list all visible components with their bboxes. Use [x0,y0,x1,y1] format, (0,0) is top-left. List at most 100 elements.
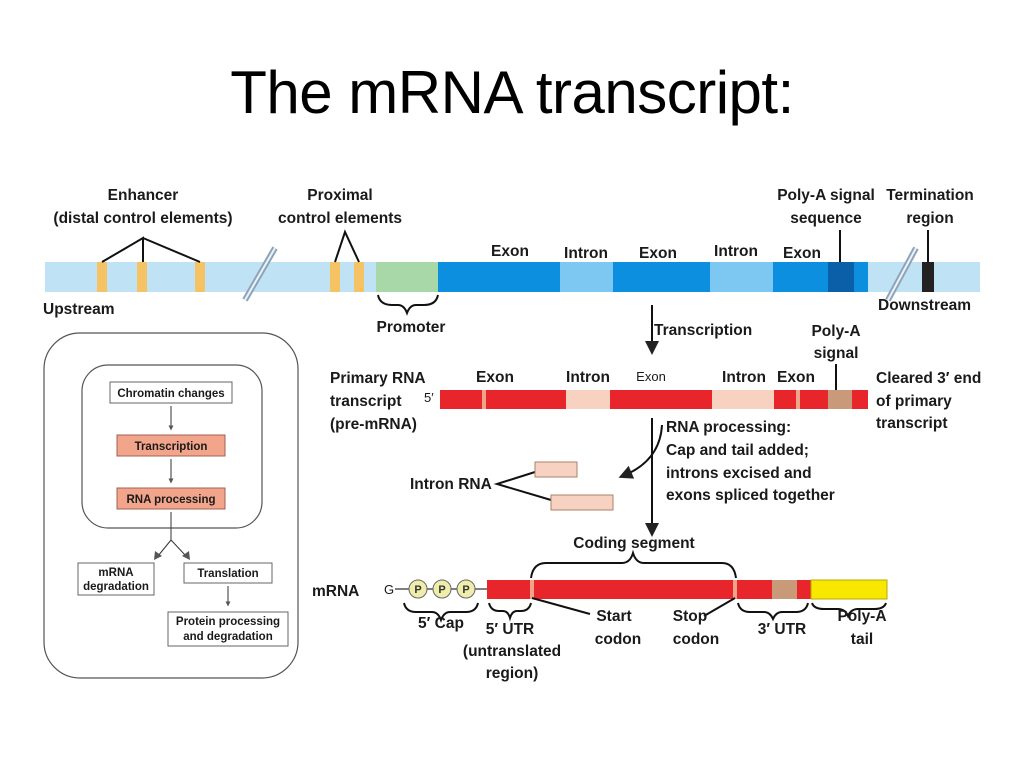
promoter-label: Promoter [377,319,446,336]
flow-split-arrow [157,512,187,557]
proximal-element-2 [354,262,364,292]
upstream-label: Upstream [43,301,115,318]
dna-termination-mark [922,262,934,292]
processing-label-3: introns excised and [666,465,812,482]
processing-label-2: Cap and tail added; [666,442,809,459]
mrna-polya-signal [772,580,797,599]
enhancer-element-3 [195,262,205,292]
polya-tail-bracket [811,602,887,619]
flow-protein-box [167,611,289,647]
primary-exon-3-label: Exon [777,369,815,386]
mrna-coding-region [487,580,811,599]
flow-processing-box [116,487,226,510]
intron-rna-pointer [493,471,552,501]
flow-degradation-box [77,562,155,596]
primary-exon-split [482,390,486,409]
stop-codon-label-1: Stop [673,608,707,625]
dna-intron-2 [710,262,773,292]
enhancer-element-1 [97,262,107,292]
primary-transcript-bar [440,390,868,409]
primary-intron-1 [566,390,610,409]
mrna-bar [487,579,888,600]
transcription-label: Transcription [654,322,752,339]
flow-processing-label: RNA processing [126,494,215,506]
flow-protein-label-1: Protein processing [176,616,280,628]
polya-signal-seq-label-1: Poly-A signal [777,187,875,204]
primary-intron-2-label: Intron [722,369,766,386]
dna-gene-region [438,262,868,292]
mrna-start-mark [530,580,534,599]
primary-label-2: transcript [330,393,402,410]
dna-intron-1 [560,262,613,292]
enhancer-label-2: (distal control elements) [53,210,232,227]
flow-degradation-label-1: mRNA [98,567,133,579]
polya-tail-label-1: Poly-A [837,608,886,625]
enhancer-pointer [101,236,201,263]
intron-excision-arrow [618,424,663,479]
stop-codon-label-2: codon [673,631,720,648]
coding-segment-label: Coding segment [573,535,694,552]
p-label-2: P [438,584,445,596]
intron-rna-piece-1 [534,461,578,478]
primary-five-prime: 5′ [424,390,434,405]
mrna-cap-phosphates [408,579,476,599]
utr3-label: 3′ UTR [758,621,807,638]
flow-transcription-box [116,434,226,457]
p-circle-1 [408,579,428,599]
downstream-label: Downstream [878,297,971,314]
primary-exon-1-label: Exon [476,369,514,386]
flow-translation-box [183,562,273,584]
primary-polya-signal [828,390,852,409]
gene-exon-2-label: Exon [639,245,677,262]
flow-protein-label-2: and degradation [183,631,272,643]
utr5-label-3: region) [486,665,539,682]
primary-exon-2-label: Exon [636,369,666,384]
flow-outer-box [43,332,299,679]
stop-codon-pointer [703,597,736,617]
primary-label-3: (pre-mRNA) [330,416,417,433]
primary-polya-signal-label-2: signal [814,345,859,362]
polya-tail-label-2: tail [851,631,873,648]
dna-break-left-hl [244,247,276,301]
proximal-element-1 [330,262,340,292]
flow-chromatin-box [109,381,233,404]
flow-degradation-label-2: degradation [83,581,149,593]
dna-break-right-hl [887,247,917,301]
flow-arrowhead-left [154,551,162,560]
proximal-label-2: control elements [278,210,402,227]
gene-exon-1-label: Exon [491,243,529,260]
proximal-label-1: Proximal [307,187,372,204]
start-codon-label-2: codon [595,631,642,648]
termination-label-2: region [906,210,953,227]
gene-intron-1-label: Intron [564,245,608,262]
gene-dna [45,246,980,302]
enhancer-element-2 [137,262,147,292]
polya-signal-seq-label-2: sequence [790,210,862,227]
utr5-bracket [488,602,532,622]
utr5-label-1: 5′ UTR [486,621,535,638]
primary-intron-2 [712,390,774,409]
cleared-label-2: of primary [876,393,952,410]
termination-label-1: Termination [886,187,974,204]
intron-rna-label: Intron RNA [410,476,492,493]
intron-rna-piece-2 [550,494,614,511]
primary-intron-1-label: Intron [566,369,610,386]
utr3-bracket [737,602,809,622]
primary-polya-signal-label-1: Poly-A [811,323,860,340]
cleared-label-1: Cleared 3′ end [876,370,981,387]
utr5-label-2: (untranslated [463,643,561,660]
p-circle-3 [456,579,476,599]
p-label-3: P [462,584,469,596]
gene-exon-3-label: Exon [783,245,821,262]
cap-bracket [403,602,479,623]
page-title: The mRNA transcript: [230,59,794,126]
flow-chromatin-label: Chromatin changes [117,388,224,400]
mrna-g: G [384,582,394,597]
flow-transcription-label: Transcription [135,441,208,453]
gene-intron-2-label: Intron [714,243,758,260]
promoter-bracket [377,294,439,316]
flow-nucleus-box [81,364,263,529]
primary-label-1: Primary RNA [330,370,426,387]
cap-label: 5′ Cap [418,615,464,632]
